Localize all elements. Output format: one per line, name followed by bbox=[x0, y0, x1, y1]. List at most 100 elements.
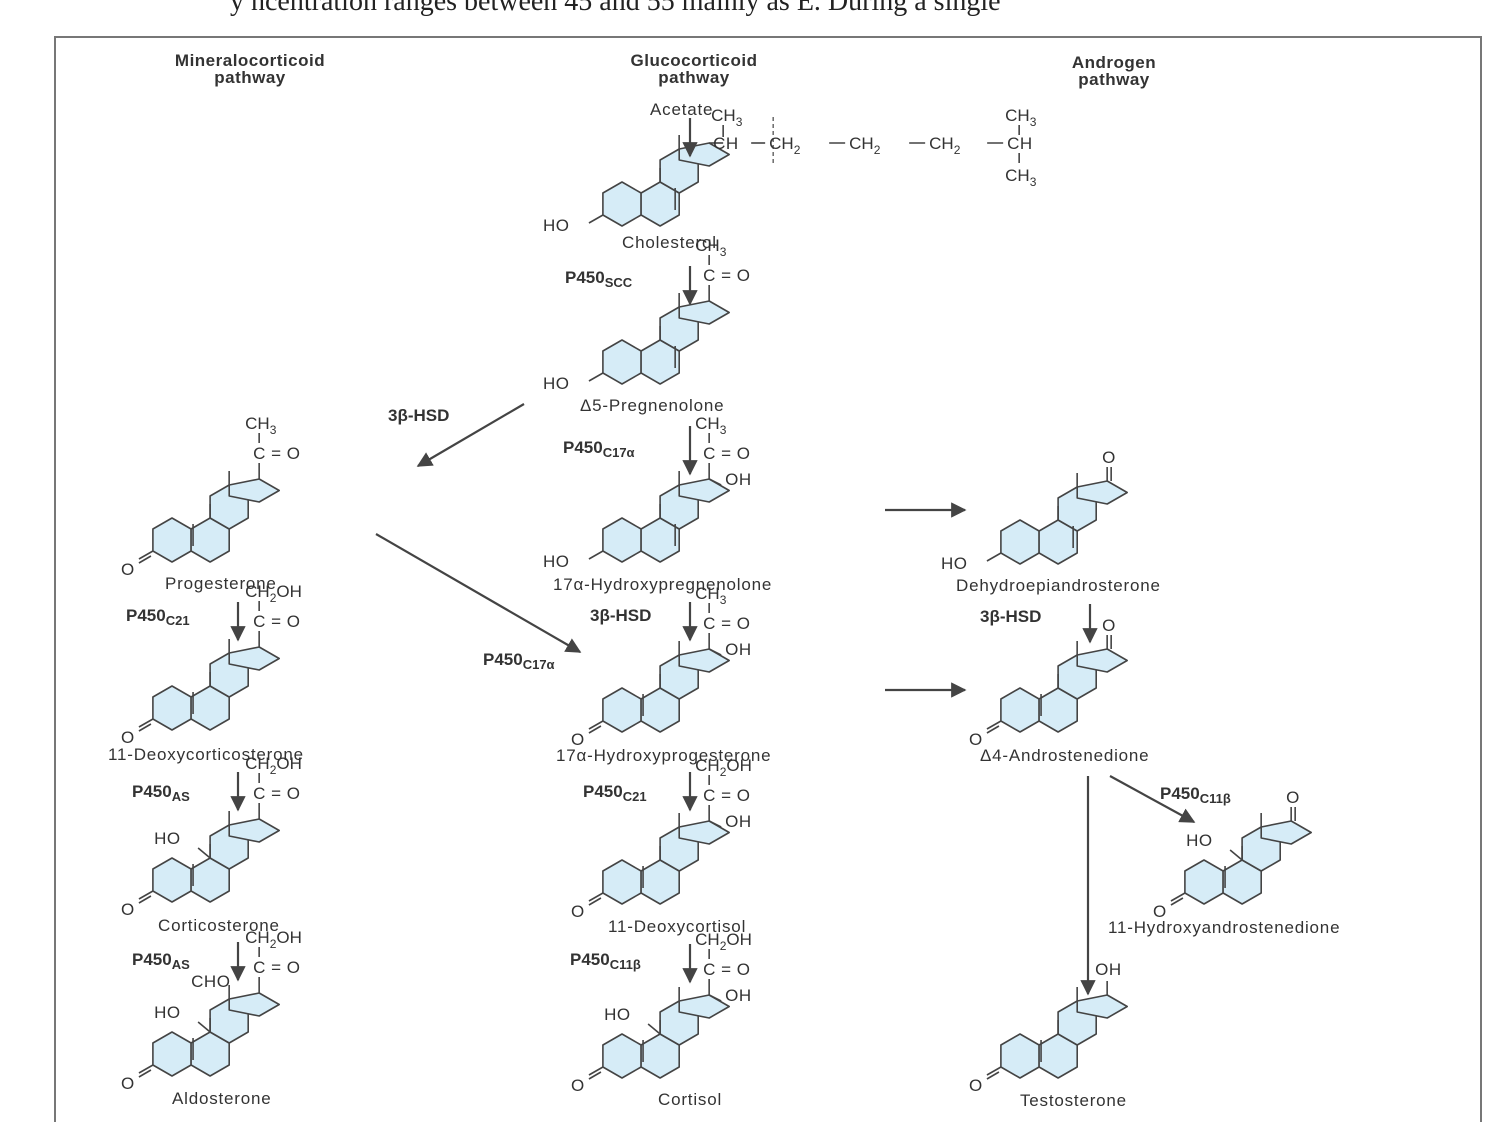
name-pregnenolone: Δ5-Pregnenolone bbox=[580, 396, 725, 415]
structure-testosterone-o-3: O bbox=[969, 1076, 983, 1095]
structure-hydroxypregnenolone-carbonyl: C = O bbox=[703, 444, 750, 463]
structure-deoxycortisol-o-3: O bbox=[571, 902, 585, 921]
structure-hydroxyandrostenedione-o-17: O bbox=[1286, 788, 1300, 807]
enzyme-p450-c21-left: P450C21 bbox=[126, 606, 190, 628]
name-hydroxyprogesterone: 17α-Hydroxyprogesterone bbox=[556, 746, 772, 765]
structure-testosterone: O OH bbox=[969, 960, 1128, 1095]
structure-deoxycorticosterone-carbonyl: C = O bbox=[253, 612, 300, 631]
cholesterol-ch-terminal: CH bbox=[1007, 134, 1033, 153]
cholesterol-ch: CH bbox=[713, 134, 739, 153]
structure-deoxycortisol-carbonyl: C = O bbox=[703, 786, 750, 805]
name-dhea: Dehydroepiandrosterone bbox=[956, 576, 1161, 595]
cholesterol-ch3-c: CH3 bbox=[1005, 166, 1037, 189]
name-testosterone: Testosterone bbox=[1020, 1091, 1127, 1110]
structure-pregnenolone-carbonyl: C = O bbox=[703, 266, 750, 285]
structure-aldosterone-o-3: O bbox=[121, 1074, 135, 1093]
structure-cortisol-hydroxymethyl: CH2OH bbox=[695, 930, 752, 953]
name-corticosterone: Corticosterone bbox=[158, 916, 280, 935]
structure-deoxycortisol: O C = O CH2OH OH bbox=[571, 756, 752, 921]
structure-progesterone-o-3: O bbox=[121, 560, 135, 579]
structure-dhea-ho-3: HO bbox=[941, 554, 968, 573]
structure-hydroxypregnenolone-ho-3: HO bbox=[543, 552, 570, 571]
structure-androstenedione-o-17: O bbox=[1102, 616, 1116, 635]
enzyme-3b-hsd-right: 3β-HSD bbox=[980, 607, 1042, 626]
structure-dhea-o-17: O bbox=[1102, 448, 1116, 467]
name-cortisol: Cortisol bbox=[658, 1090, 723, 1109]
structure-pregnenolone-methyl: CH3 bbox=[695, 236, 727, 259]
structure-cortisol-o-3: O bbox=[571, 1076, 585, 1095]
enzyme-p450-c17-diag: P450C17α bbox=[483, 650, 555, 672]
enzyme-p450-c21-mid: P450C21 bbox=[583, 782, 647, 804]
structure-cortisol: O HO C = O CH2OH OH bbox=[571, 930, 752, 1095]
name-aldosterone: Aldosterone bbox=[172, 1089, 272, 1108]
structure-cortisol-ho-11: HO bbox=[604, 1005, 631, 1024]
cholesterol-ch2-1: CH2 bbox=[849, 134, 881, 157]
name-androstenedione: Δ4-Androstenedione bbox=[980, 746, 1150, 765]
name-deoxycortisol: 11-Deoxycortisol bbox=[608, 917, 747, 936]
structure-hydroxyprogesterone-carbonyl: C = O bbox=[703, 614, 750, 633]
structure-hydroxyandrostenedione-ho-11: HO bbox=[1186, 831, 1213, 850]
structure-hydroxypregnenolone-oh-17a: OH bbox=[725, 470, 752, 489]
enzyme-p450-as-2: P450AS bbox=[132, 950, 190, 972]
structure-hydroxypregnenolone-methyl: CH3 bbox=[695, 414, 727, 437]
arrow-pregnenolone-progesterone bbox=[416, 403, 525, 467]
precursor-acetate: Acetate bbox=[650, 100, 714, 119]
structure-androstenedione-o-3: O bbox=[969, 730, 983, 749]
structure-aldosterone-cho: CHO bbox=[191, 972, 230, 991]
structure-hydroxyandrostenedione: O HO O bbox=[1153, 788, 1312, 921]
structure-androstenedione: OO bbox=[969, 616, 1128, 749]
structure-corticosterone: O HO C = O CH2OH bbox=[121, 754, 302, 919]
structure-hydroxyandrostenedione-o-3: O bbox=[1153, 902, 1167, 921]
enzyme-p450-c11-mid: P450C11β bbox=[570, 950, 641, 972]
name-progesterone: Progesterone bbox=[165, 574, 277, 593]
name-cholesterol: Cholesterol bbox=[622, 233, 717, 252]
structure-corticosterone-ho-11: HO bbox=[154, 829, 181, 848]
structure-hydroxyprogesterone-methyl: CH3 bbox=[695, 584, 727, 607]
structure-corticosterone-hydroxymethyl: CH2OH bbox=[245, 754, 302, 777]
structure-deoxycortisol-oh-17a: OH bbox=[725, 812, 752, 831]
enzyme-p450-c17-mid: P450C17α bbox=[563, 438, 635, 460]
figure-frame bbox=[54, 36, 1482, 1122]
structure-progesterone-carbonyl: C = O bbox=[253, 444, 300, 463]
structure-deoxycorticosterone: O C = O CH2OH bbox=[121, 582, 302, 747]
cholesterol-ch2-0: CH2 bbox=[769, 134, 801, 157]
structure-corticosterone-o-3: O bbox=[121, 900, 135, 919]
name-hydroxypregnenolone: 17α-Hydroxypregnenolone bbox=[553, 575, 773, 594]
structure-cortisol-oh-17a: OH bbox=[725, 986, 752, 1005]
arrow-androstenedione-hydroxyandrostenedione bbox=[1109, 775, 1196, 823]
name-hydroxyandrostenedione: 11-Hydroxyandrostenedione bbox=[1108, 918, 1341, 937]
structure-testosterone-oh-17: OH bbox=[1095, 960, 1122, 979]
structure-hydroxyprogesterone-oh-17a: OH bbox=[725, 640, 752, 659]
enzyme-3b-hsd-left: 3β-HSD bbox=[388, 406, 450, 425]
structure-hydroxyprogesterone-o-3: O bbox=[571, 730, 585, 749]
enzyme-p450-as-1: P450AS bbox=[132, 782, 190, 804]
structure-deoxycorticosterone-o-3: O bbox=[121, 728, 135, 747]
structure-aldosterone-ho-11: HO bbox=[154, 1003, 181, 1022]
cholesterol-ch2-2: CH2 bbox=[929, 134, 961, 157]
enzyme-3b-hsd-mid: 3β-HSD bbox=[590, 606, 652, 625]
cholesterol-ch3-a: CH3 bbox=[711, 106, 743, 129]
structure-deoxycorticosterone-hydroxymethyl: CH2OH bbox=[245, 582, 302, 605]
structure-pregnenolone: HO C = O CH3 bbox=[543, 236, 750, 393]
cholesterol-ch3-b: CH3 bbox=[1005, 106, 1037, 129]
structure-pregnenolone-ho-3: HO bbox=[543, 374, 570, 393]
structure-cholesterol-ho-3: HO bbox=[543, 216, 570, 235]
enzyme-p450-scc: P450SCC bbox=[565, 268, 633, 290]
cropped-top-text: y ncentration ranges between 45 and 55 m… bbox=[230, 0, 1001, 17]
enzyme-p450-c11-right: P450C11β bbox=[1160, 784, 1231, 806]
structure-cortisol-carbonyl: C = O bbox=[703, 960, 750, 979]
structure-dhea: HO O bbox=[941, 448, 1128, 573]
structure-deoxycortisol-hydroxymethyl: CH2OH bbox=[695, 756, 752, 779]
arrow-progesterone-hydroxyprogesterone bbox=[375, 533, 582, 653]
structure-corticosterone-carbonyl: C = O bbox=[253, 784, 300, 803]
